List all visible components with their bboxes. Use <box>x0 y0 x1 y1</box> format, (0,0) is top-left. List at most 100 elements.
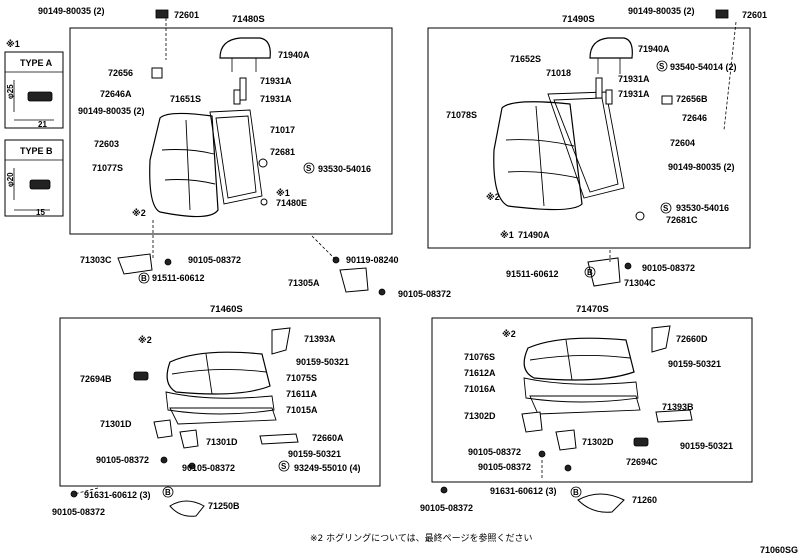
bolt-icon <box>160 456 168 464</box>
part-label: 72681 <box>270 147 295 157</box>
type-a-clip-icon <box>27 91 53 102</box>
part-label: 71305A <box>288 278 320 288</box>
cover-icon-2 <box>169 500 205 517</box>
part-label: 91511-60612 <box>506 269 559 279</box>
bushing-icon <box>151 67 163 79</box>
panel-bottom-left-frame <box>59 317 381 487</box>
part-label: 90119-08240 <box>346 255 399 265</box>
part-label: 71078S <box>446 110 477 120</box>
bolt-icon-4 <box>378 288 386 296</box>
part-label: 72694B <box>80 374 112 384</box>
type-marker: ※1 <box>6 39 20 49</box>
part-label: 72656B <box>676 94 708 104</box>
bracket-icon-2 <box>179 429 199 449</box>
panel-top-left: 71480S B S 90149-80035 (2) 72601 71940A <box>38 6 451 299</box>
seat-cushion-cover-icon <box>523 337 635 381</box>
part-label: 91511-60612 <box>152 273 205 283</box>
panel-top-right-title: 71490S <box>562 14 595 25</box>
bracket-icon-2 <box>555 429 577 451</box>
part-label: ※2 <box>138 335 152 345</box>
part-label: 71931A <box>260 94 292 104</box>
circled-b-icon <box>584 266 596 278</box>
part-label: 71016A <box>464 384 496 394</box>
part-label: 90105-08372 <box>182 463 235 473</box>
svg-text:S: S <box>281 462 287 471</box>
part-label: 71612A <box>464 368 496 378</box>
circled-s-icon <box>278 460 290 472</box>
circled-s-icon <box>303 162 315 174</box>
part-label: 71931A <box>618 74 650 84</box>
lever-icon <box>651 325 671 353</box>
part-label: 93249-55010 (4) <box>294 463 361 473</box>
headrest-icon <box>219 37 271 59</box>
type-b-clip-icon <box>29 179 51 190</box>
type-a-dim-w: 21 <box>38 120 47 129</box>
svg-text:B: B <box>587 268 593 277</box>
svg-text:B: B <box>141 274 147 283</box>
seat-back-frame-icon <box>209 109 263 205</box>
part-label: 90149-80035 (2) <box>38 6 105 16</box>
part-label: 72660A <box>312 433 344 443</box>
part-label: 90159-50321 <box>680 441 733 451</box>
bracket-icon <box>153 419 173 439</box>
seat-back-frame-icon <box>547 91 625 199</box>
guide-icon-2 <box>605 89 613 105</box>
part-label: 90159-50321 <box>296 357 349 367</box>
type-b-dim-w: 15 <box>36 208 45 217</box>
seat-cushion-pad-icon <box>523 377 639 403</box>
figure-code: 71060SG <box>760 545 798 555</box>
bolt-icon-2 <box>188 462 196 470</box>
svg-text:S: S <box>663 204 669 213</box>
svg-text:B: B <box>165 488 171 497</box>
panel-bottom-right-title: 71470S <box>576 304 609 315</box>
panel-top-left-frame <box>69 27 393 235</box>
type-a-dim-h: φ25 <box>6 84 15 99</box>
cover-icon <box>633 437 649 447</box>
part-label: 90105-08372 <box>478 462 531 472</box>
panel-bottom-right: 71470S B ※2 72660D 71076S 90159-50321 71… <box>420 304 753 513</box>
bar-icon <box>655 409 693 423</box>
part-label: 71301D <box>100 419 132 429</box>
part-label: 71931A <box>260 76 292 86</box>
bolt-icon-3 <box>70 490 78 498</box>
part-label: 71077S <box>92 163 123 173</box>
part-label: 93540-54014 (2) <box>670 62 737 72</box>
nut-icon <box>258 158 268 168</box>
part-label: ※1 <box>276 188 290 198</box>
panel-bottom-left: 71460S S B ※2 71393A 90159-50321 72694B … <box>52 304 381 517</box>
part-label: 90159-50321 <box>288 449 341 459</box>
part-label: ※2 <box>486 192 500 202</box>
cover-icon <box>133 371 149 381</box>
part-label: 71940A <box>278 50 310 60</box>
part-label: 90105-08372 <box>96 455 149 465</box>
circled-s-icon-2 <box>660 202 672 214</box>
part-label: 71075S <box>286 373 317 383</box>
part-label: 72656 <box>108 68 133 78</box>
recliner-hinge-icon <box>587 257 621 287</box>
seat-cushion-pad-icon <box>165 391 275 415</box>
guide-icon <box>595 77 603 99</box>
type-b-dim-h: φ20 <box>6 172 15 187</box>
circled-b-icon <box>138 272 150 284</box>
part-label: 71393A <box>304 334 336 344</box>
bolt-icon <box>260 198 268 206</box>
seat-back-cover-icon <box>493 101 583 211</box>
panel-bottom-left-title: 71460S <box>210 304 243 315</box>
part-label: 91631-60612 (3) <box>84 490 151 500</box>
part-label: 71018 <box>546 68 571 78</box>
bolt-icon-3 <box>440 486 448 494</box>
part-label: ※1 <box>500 230 514 240</box>
part-label: 72660D <box>676 334 708 344</box>
part-label: 72681C <box>666 215 698 225</box>
part-label: 71076S <box>464 352 495 362</box>
seat-cushion-frame-icon <box>169 407 277 425</box>
part-label: 72646 <box>682 113 707 123</box>
part-label: 71304C <box>624 278 656 288</box>
bushing-icon <box>661 95 673 105</box>
svg-text:S: S <box>306 164 312 173</box>
part-label: 71250B <box>208 501 240 511</box>
type-b-label: TYPE B <box>20 146 53 156</box>
part-label: 90105-08372 <box>52 507 105 517</box>
guide-icon-2 <box>233 89 241 105</box>
